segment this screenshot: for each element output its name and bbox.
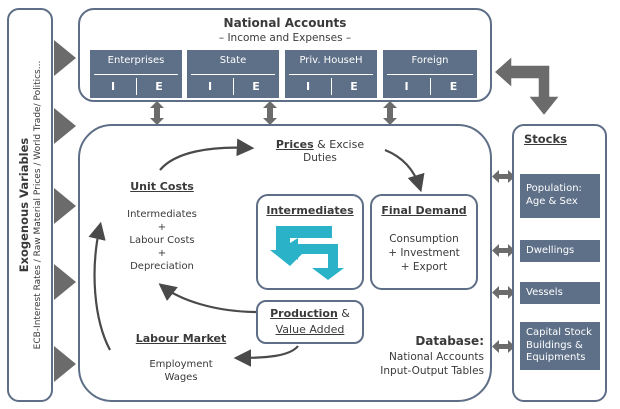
sector-name: Enterprises: [107, 55, 165, 66]
final-demand-lines: Consumption + Investment + Export: [370, 232, 478, 274]
prices-rest: & Excise: [313, 138, 365, 151]
sector-name: Priv. HouseH: [299, 55, 363, 66]
national-accounts-subtitle: – Income and Expenses –: [218, 32, 352, 44]
unit-costs-lines: Intermediates + Labour Costs + Depreciat…: [104, 208, 220, 273]
intermediates-box: [256, 194, 364, 290]
expenses-cell: E: [155, 80, 163, 93]
arrow-labour-to-unitcosts: [88, 221, 111, 351]
database-lines: National Accounts Input-Output Tables: [340, 350, 484, 378]
production-line2: Value Added: [275, 323, 345, 336]
labour-market-line: Employment: [149, 359, 213, 370]
income-cell: I: [404, 80, 409, 93]
exogenous-arrows: [54, 40, 76, 382]
sector-private-households: Priv. HouseH I E: [285, 50, 377, 98]
stocks-title: Stocks: [524, 132, 567, 146]
production-line1: Production &: [256, 307, 364, 320]
cycle-arrows-icon: [270, 226, 344, 280]
exogenous-arrow-2: [54, 108, 76, 144]
intermediates-title: Intermediates: [266, 204, 354, 217]
final-demand-box: [370, 194, 478, 290]
unit-costs-title: Unit Costs: [130, 180, 194, 193]
final-demand-line: Consumption: [389, 233, 459, 245]
arrow-unitcosts-to-prices: [159, 138, 255, 171]
national-accounts-title: National Accounts: [223, 16, 347, 30]
exogenous-arrow-4: [54, 264, 76, 300]
expenses-cell: E: [350, 80, 358, 93]
unit-costs-line: +: [157, 222, 167, 233]
sector-name: Foreign: [411, 55, 449, 66]
exogenous-arrow-3: [54, 188, 76, 224]
labour-market-lines: Employment Wages: [126, 358, 236, 384]
stock-vessels: Vessels: [520, 282, 600, 304]
unit-costs-line: Labour Costs: [129, 235, 195, 246]
database-title: Database:: [415, 334, 484, 348]
unit-costs-line: +: [157, 248, 167, 259]
stock-dwellings: Dwellings: [520, 240, 600, 262]
stock-capital: Capital Stock Buildings & Equipments: [520, 322, 600, 370]
prices-label: Prices & Excise: [250, 138, 390, 151]
income-cell: I: [305, 80, 311, 93]
labour-market-line: Wages: [164, 372, 198, 383]
stock-population: Population: Age & Sex: [520, 174, 600, 218]
sector-name: State: [219, 55, 247, 66]
sector-state: State I E: [187, 50, 279, 98]
arrow-production-to-unitcosts: [158, 283, 259, 314]
exogenous-arrow-1: [54, 40, 76, 76]
final-demand-line: + Export: [400, 261, 448, 273]
expenses-cell: E: [252, 80, 260, 93]
arrow-prices-to-demand: [384, 148, 425, 193]
database-line: National Accounts: [389, 351, 484, 363]
prices-title: Prices: [275, 138, 314, 151]
final-demand-line: + Investment: [388, 247, 460, 259]
final-demand-title: Final Demand: [381, 204, 467, 217]
exogenous-variables-box: [7, 8, 53, 402]
exogenous-arrow-5: [54, 346, 76, 382]
production-amp: &: [337, 307, 350, 320]
production-box: [256, 300, 364, 344]
sector-enterprises: Enterprises I E: [90, 50, 182, 98]
production-title: Production: [270, 307, 338, 320]
unit-costs-line: Depreciation: [130, 261, 194, 272]
unit-costs-line: Intermediates: [127, 209, 197, 220]
database-line: Input-Output Tables: [380, 365, 484, 377]
sector-foreign: Foreign I E: [383, 50, 477, 98]
income-cell: I: [110, 80, 116, 93]
arrow-production-to-labour: [233, 345, 299, 367]
prices-line2: Duties: [303, 152, 337, 164]
income-cell: I: [207, 80, 213, 93]
expenses-cell: E: [449, 80, 458, 93]
labour-market-title: Labour Market: [135, 332, 227, 345]
